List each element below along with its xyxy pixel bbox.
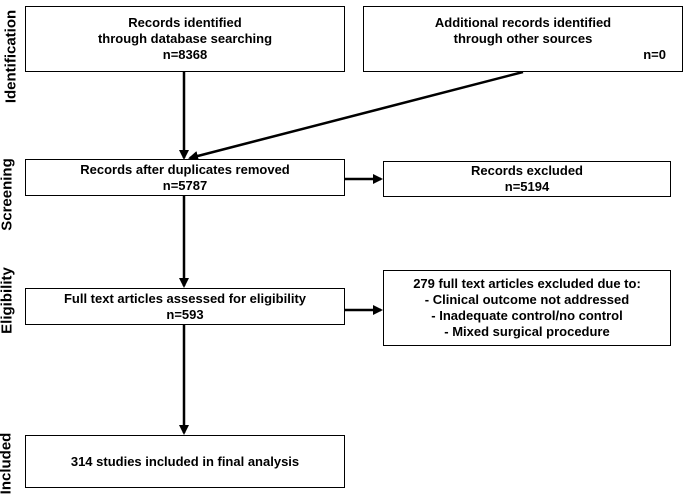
box-dedup-records: Records after duplicates removed n=5787 bbox=[25, 159, 345, 196]
box-other-line2: through other sources bbox=[453, 31, 593, 46]
box-fulltext-excluded: 279 full text articles excluded due to: … bbox=[383, 270, 671, 346]
box-database-count: n=8368 bbox=[162, 47, 208, 62]
box-database-line1: Records identified bbox=[128, 15, 242, 30]
list-item: - Mixed surgical procedure bbox=[444, 324, 610, 339]
arrow-other-to-dedup bbox=[188, 70, 524, 161]
box-records-excluded: Records excluded n=5194 bbox=[383, 161, 671, 197]
list-item: - Inadequate control/no control bbox=[431, 308, 623, 323]
box-included-studies: 314 studies included in final analysis bbox=[25, 435, 345, 488]
box-database-line2: through database searching bbox=[97, 31, 273, 46]
box-dedup-count: n=5787 bbox=[162, 177, 208, 193]
box-database-records: Records identified through database sear… bbox=[25, 6, 345, 72]
box-fulltext-excluded-title: 279 full text articles excluded due to: bbox=[413, 276, 641, 291]
box-included-line1: 314 studies included in final analysis bbox=[70, 453, 300, 469]
box-dedup-line1: Records after duplicates removed bbox=[80, 161, 290, 177]
list-item: - Clinical outcome not addressed bbox=[424, 292, 630, 307]
box-other-records: Additional records identified through ot… bbox=[363, 6, 683, 72]
box-excluded-line1: Records excluded bbox=[471, 163, 583, 178]
box-other-count: n=0 bbox=[643, 47, 666, 62]
box-fulltext-assessed: Full text articles assessed for eligibil… bbox=[25, 288, 345, 325]
box-fulltext-line1: Full text articles assessed for eligibil… bbox=[63, 290, 307, 306]
box-other-line1: Additional records identified bbox=[434, 15, 612, 30]
box-fulltext-count: n=593 bbox=[166, 306, 204, 322]
box-excluded-count: n=5194 bbox=[504, 179, 550, 194]
